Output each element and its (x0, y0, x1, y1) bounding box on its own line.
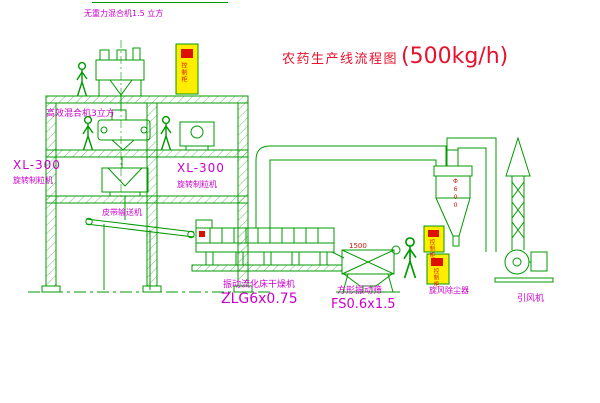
title-capacity: (500kg/h) (401, 44, 509, 69)
draft-fan (494, 249, 554, 283)
fluid-bed-dryer (191, 219, 345, 272)
high-efficiency-mixer (97, 109, 151, 151)
title-text: 农药生产线流程图 (282, 52, 399, 67)
label-dryer-model: ZLG6x0.75 (221, 291, 298, 307)
control-panels (175, 43, 450, 285)
label-granulator-left-model: XL-300 (13, 158, 61, 172)
label-granulator-mid-name: 旋转制粒机 (177, 180, 217, 189)
vibrating-screen (336, 245, 401, 293)
diagram-title: 农药生产线流程图 (500kg/h) (282, 44, 508, 69)
label-fan: 引风机 (517, 294, 545, 304)
person-icon (82, 115, 94, 151)
label-granulator-left-name: 旋转制粒机 (13, 176, 53, 185)
exhaust-duct (255, 145, 447, 228)
belt-conveyor (85, 196, 195, 290)
label-cyclone: 旋风除尘器 (429, 286, 469, 295)
dimension-text: Φ600 (452, 178, 459, 210)
granulator-left (101, 157, 149, 197)
control-panel-label: 控制柜 (432, 268, 439, 288)
label-high-eff-mixer: 高效混合机3立方 (46, 109, 115, 119)
dimension-text: 1500 (349, 242, 367, 250)
label-gravity-mixer: 无重力混合机1.5 立方 (84, 9, 164, 18)
label-belt-conveyor: 皮带输送机 (102, 208, 142, 217)
granulator-mid (179, 121, 215, 151)
control-panel-label: 控制柜 (180, 62, 187, 83)
exhaust-stack (505, 136, 531, 250)
fan-inlet-duct (446, 137, 497, 252)
person-icon (160, 115, 172, 151)
label-screen-model: FS0.6x1.5 (331, 297, 396, 312)
gravity-mixer (95, 47, 145, 110)
label-dryer-name: 振动流化床干燥机 (223, 280, 296, 290)
building-structure (28, 40, 270, 293)
person-icon (403, 237, 417, 279)
label-granulator-mid-model: XL-300 (177, 161, 225, 175)
control-panel-label: 控制柜 (428, 239, 435, 259)
person-icon (76, 61, 88, 97)
label-screen-name: 方形振动筛 (337, 286, 383, 296)
cyclone-separator (433, 149, 473, 247)
